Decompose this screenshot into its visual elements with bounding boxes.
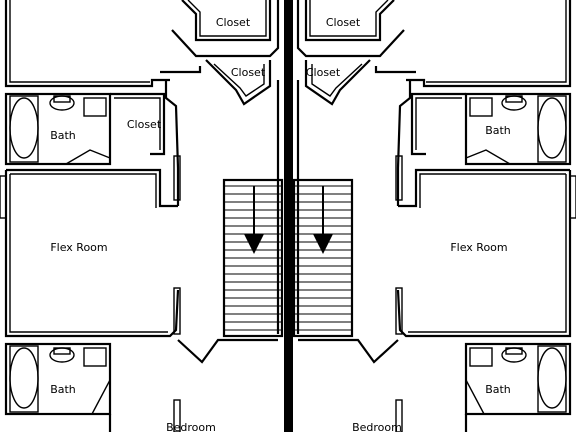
wall-top-left-room (4, 0, 170, 88)
label-bath-upper-right: Bath (485, 124, 511, 137)
stairs (222, 178, 354, 338)
wall-corridor-top-left (160, 66, 202, 74)
door-frame-bedroom-left (173, 399, 181, 432)
wall-flex-left-top-inner (10, 173, 157, 208)
wall-closet-mid-left (205, 59, 272, 106)
sink-lower-left (83, 347, 107, 367)
bathtub-upper-left (9, 97, 39, 159)
window-flex-left (0, 175, 7, 219)
door-frame-flex-left-upper (173, 155, 181, 201)
wall-corridor-bottom-left (177, 338, 278, 364)
bathtub-frame-lower-left (9, 345, 39, 413)
right-unit (296, 0, 576, 432)
left-unit (0, 0, 280, 432)
toilet-tank-upper-left (53, 95, 71, 103)
wall-closet-top-left (181, 0, 272, 42)
wall-corridor-upper-left (164, 80, 180, 206)
sink-upper-left (83, 97, 107, 117)
label-bath-lower-left: Bath (50, 383, 76, 396)
toilet-tank-lower-left (53, 347, 71, 355)
label-bath-upper-left: Bath (50, 129, 76, 142)
label-flex-left: Flex Room (50, 241, 107, 254)
wall-closet-top-left-lower (171, 0, 280, 58)
wall-top-left-room-inner (9, 0, 150, 83)
label-flex-right: Flex Room (450, 241, 507, 254)
label-bath-lower-right: Bath (485, 383, 511, 396)
label-closet-top-left: Closet (216, 16, 251, 29)
door-frame-flex-left-lower (173, 287, 181, 335)
wall-closet-bath-left-inner (114, 97, 161, 150)
wall-closet-bath-left (110, 92, 166, 156)
label-bedroom-right: Bedroom (352, 421, 402, 432)
label-bedroom-left: Bedroom (166, 421, 216, 432)
label-closet-mid-right: Closet (306, 66, 341, 79)
wall-flex-left-top (6, 168, 178, 208)
wall-bath-lower-left (4, 342, 112, 416)
bathtub-lower-left (9, 347, 39, 409)
label-closet-bath-left: Closet (127, 118, 162, 131)
bathtub-frame-upper-left (9, 95, 39, 163)
wall-flex-left-inner (9, 174, 168, 333)
door-swing-bath-upper-left (65, 149, 111, 165)
label-closet-mid-left: Closet (231, 66, 266, 79)
wall-flex-left-outline (4, 170, 180, 338)
label-closet-top-right: Closet (326, 16, 361, 29)
wall-closet-top-left-inner (187, 0, 267, 37)
wall-closet-mid-left-inner (213, 63, 265, 97)
door-swing-bath-lower-left (91, 379, 111, 415)
party-wall (284, 0, 293, 432)
wall-bath-upper-left (4, 92, 112, 166)
